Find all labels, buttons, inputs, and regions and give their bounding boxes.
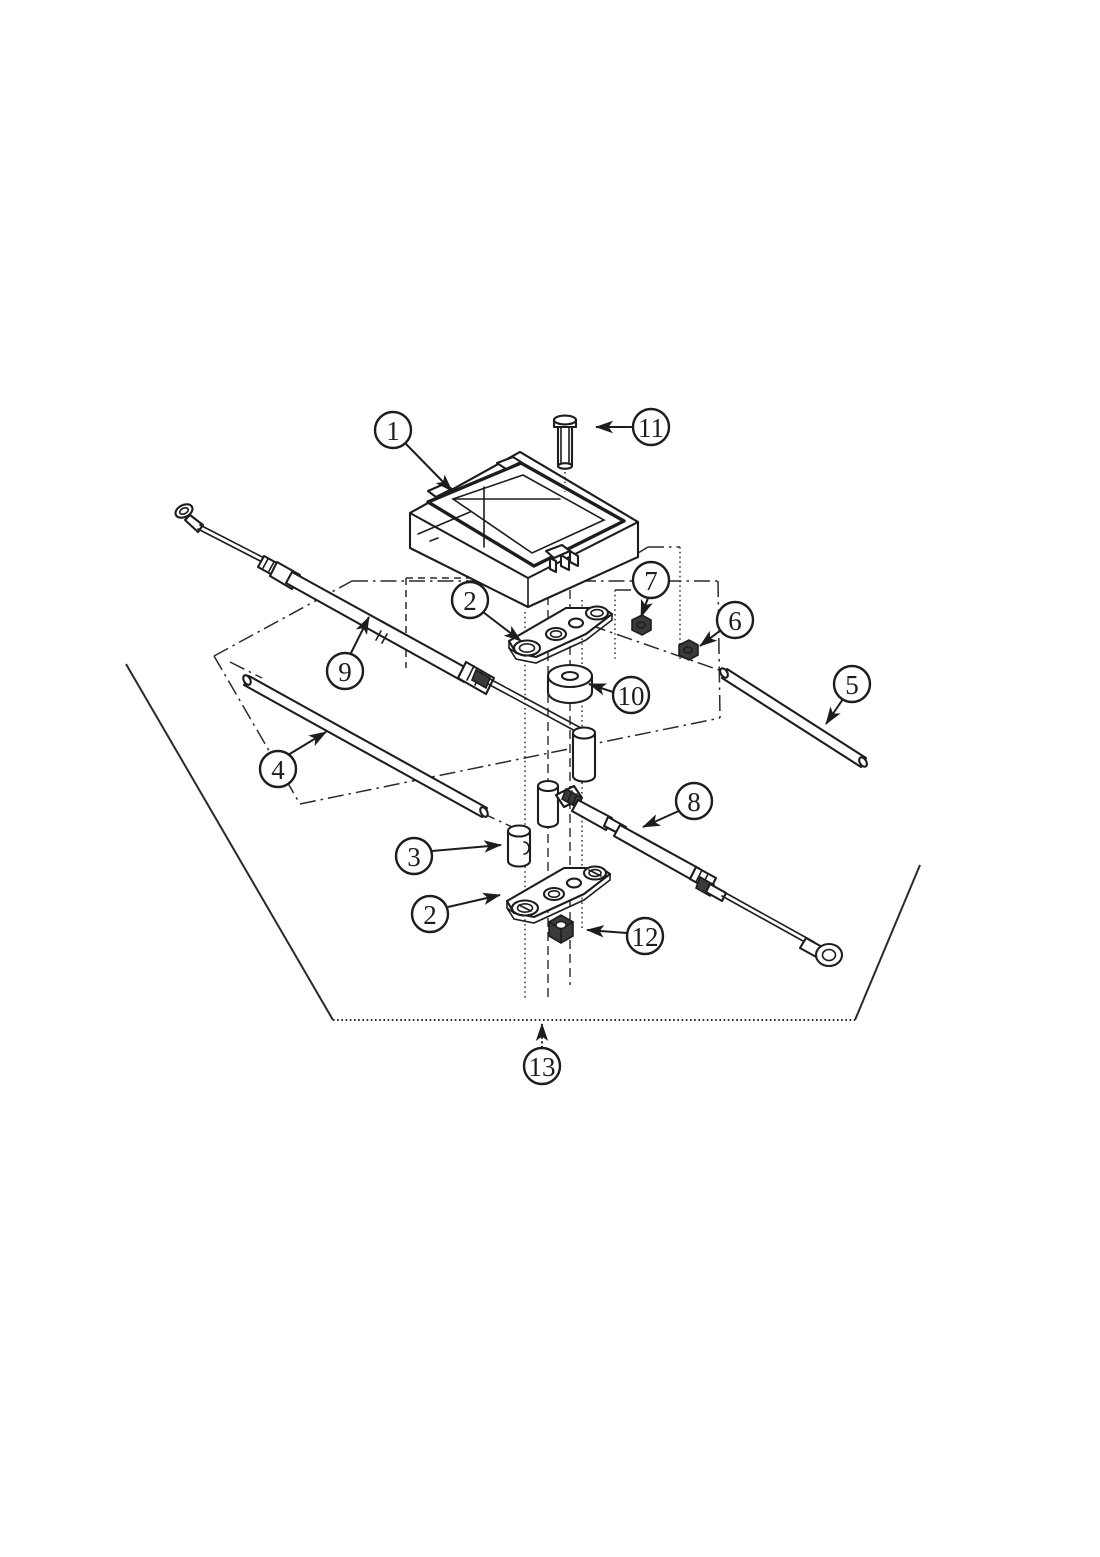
spacer-cylinder-lower xyxy=(536,779,560,829)
callout-4[interactable]: 4 xyxy=(258,749,298,789)
mounting-bracket-plate xyxy=(408,450,640,609)
callout-13[interactable]: 13 xyxy=(522,1046,562,1086)
callout-2-upper[interactable]: 2 xyxy=(450,580,490,620)
hex-bolt xyxy=(552,414,578,492)
callout-10[interactable]: 10 xyxy=(611,675,651,715)
callout-9[interactable]: 9 xyxy=(325,651,365,691)
lower-link-plate xyxy=(505,865,612,924)
cable-assembly-right xyxy=(554,784,844,968)
cable-assembly-left xyxy=(174,503,595,741)
callout-1[interactable]: 1 xyxy=(373,410,413,450)
upper-lock-nut xyxy=(631,614,652,636)
callout-2-lower[interactable]: 2 xyxy=(410,894,450,934)
callout-11[interactable]: 11 xyxy=(631,407,671,447)
spacer-washer xyxy=(546,663,594,705)
bushing-spacer xyxy=(506,824,532,868)
rod-left xyxy=(242,674,489,819)
callout-6[interactable]: 6 xyxy=(715,600,755,640)
hex-nut xyxy=(548,914,574,944)
lower-lock-nut xyxy=(678,639,699,661)
rod-right xyxy=(719,667,868,769)
callout-12[interactable]: 12 xyxy=(625,916,665,956)
assembly-boundary xyxy=(125,663,921,1021)
callout-3[interactable]: 3 xyxy=(394,836,434,876)
upper-link-plate xyxy=(507,605,614,664)
callout-5[interactable]: 5 xyxy=(832,664,872,704)
callout-leaders xyxy=(287,420,844,1048)
callout-8[interactable]: 8 xyxy=(674,781,714,821)
spacer-cylinder-upper xyxy=(571,726,597,783)
callout-7[interactable]: 7 xyxy=(631,560,671,600)
